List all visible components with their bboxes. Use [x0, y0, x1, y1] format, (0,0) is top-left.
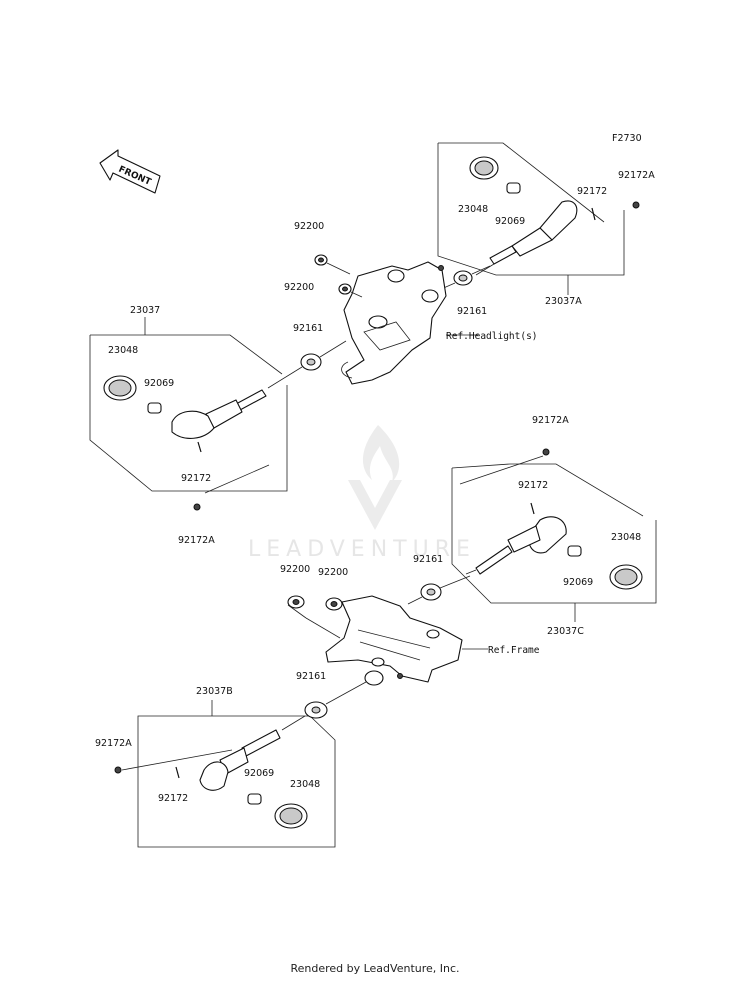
- rear-left-screw-label: 92172: [158, 793, 188, 804]
- front-left-bulb-label: 92069: [144, 378, 174, 389]
- group-front-right-label: 23037A: [545, 296, 582, 307]
- front-left-screw-label: 92172: [181, 473, 211, 484]
- rear-right-bulb-label: 92069: [563, 577, 593, 588]
- rear-right-grommet-label: 92161: [413, 554, 443, 565]
- rear-damper-right-label: 92200: [318, 567, 348, 578]
- front-right-screw-label: 92172: [577, 186, 607, 197]
- front-right-screw-a-label: 92172A: [618, 170, 655, 181]
- front-damper-upper-label: 92200: [294, 221, 324, 232]
- front-right-bulb-label: 92069: [495, 216, 525, 227]
- watermark-logo: LEADVENTURE: [248, 425, 476, 562]
- rear-left-lens-label: 23048: [290, 779, 320, 790]
- headlight-bracket: Ref.Headlight(s): [341, 261, 538, 385]
- footer-credit: Rendered by LeadVenture, Inc.: [290, 962, 460, 975]
- front-right-grommet-label: 92161: [457, 306, 487, 317]
- front-left-screw-a-label: 92172A: [178, 535, 215, 546]
- diagram-code: F2730: [612, 133, 642, 144]
- group-front-left-label: 23037: [130, 305, 160, 316]
- rear-right-screw-a-label: 92172A: [532, 415, 569, 426]
- front-left-lens-label: 23048: [108, 345, 138, 356]
- ref-frame-label: Ref.Frame: [488, 645, 540, 656]
- watermark-text: LEADVENTURE: [248, 537, 476, 562]
- group-rear-right-label: 23037C: [547, 626, 584, 637]
- rear-dampers: 92200 92200: [280, 564, 348, 639]
- ref-headlight-label: Ref.Headlight(s): [446, 331, 538, 342]
- front-right-lens-label: 23048: [458, 204, 488, 215]
- rear-right-lens-label: 23048: [611, 532, 641, 543]
- rear-right-screw-label: 92172: [518, 480, 548, 491]
- rear-frame: Ref.Frame: [325, 595, 540, 686]
- group-front-right: 23048 92069 92172 92172A 92161 23037A: [415, 142, 655, 317]
- front-arrow-icon: FRONT: [99, 149, 161, 194]
- rear-damper-left-label: 92200: [280, 564, 310, 575]
- front-left-grommet-label: 92161: [293, 323, 323, 334]
- rear-left-screw-a-label: 92172A: [95, 738, 132, 749]
- group-rear-right: 92172A 92172 23048 92069 92161 23037C: [407, 415, 657, 637]
- rear-left-bulb-label: 92069: [244, 768, 274, 779]
- front-dampers: 92200 92200: [284, 221, 363, 298]
- group-rear-left: 92161 23037B 92172A 92069 23048 92172: [95, 671, 367, 848]
- group-front-left: 23037 23048 92069 92161 92172 92172A: [89, 305, 347, 546]
- front-damper-lower-label: 92200: [284, 282, 314, 293]
- group-rear-left-label: 23037B: [196, 686, 233, 697]
- rear-left-grommet-label: 92161: [296, 671, 326, 682]
